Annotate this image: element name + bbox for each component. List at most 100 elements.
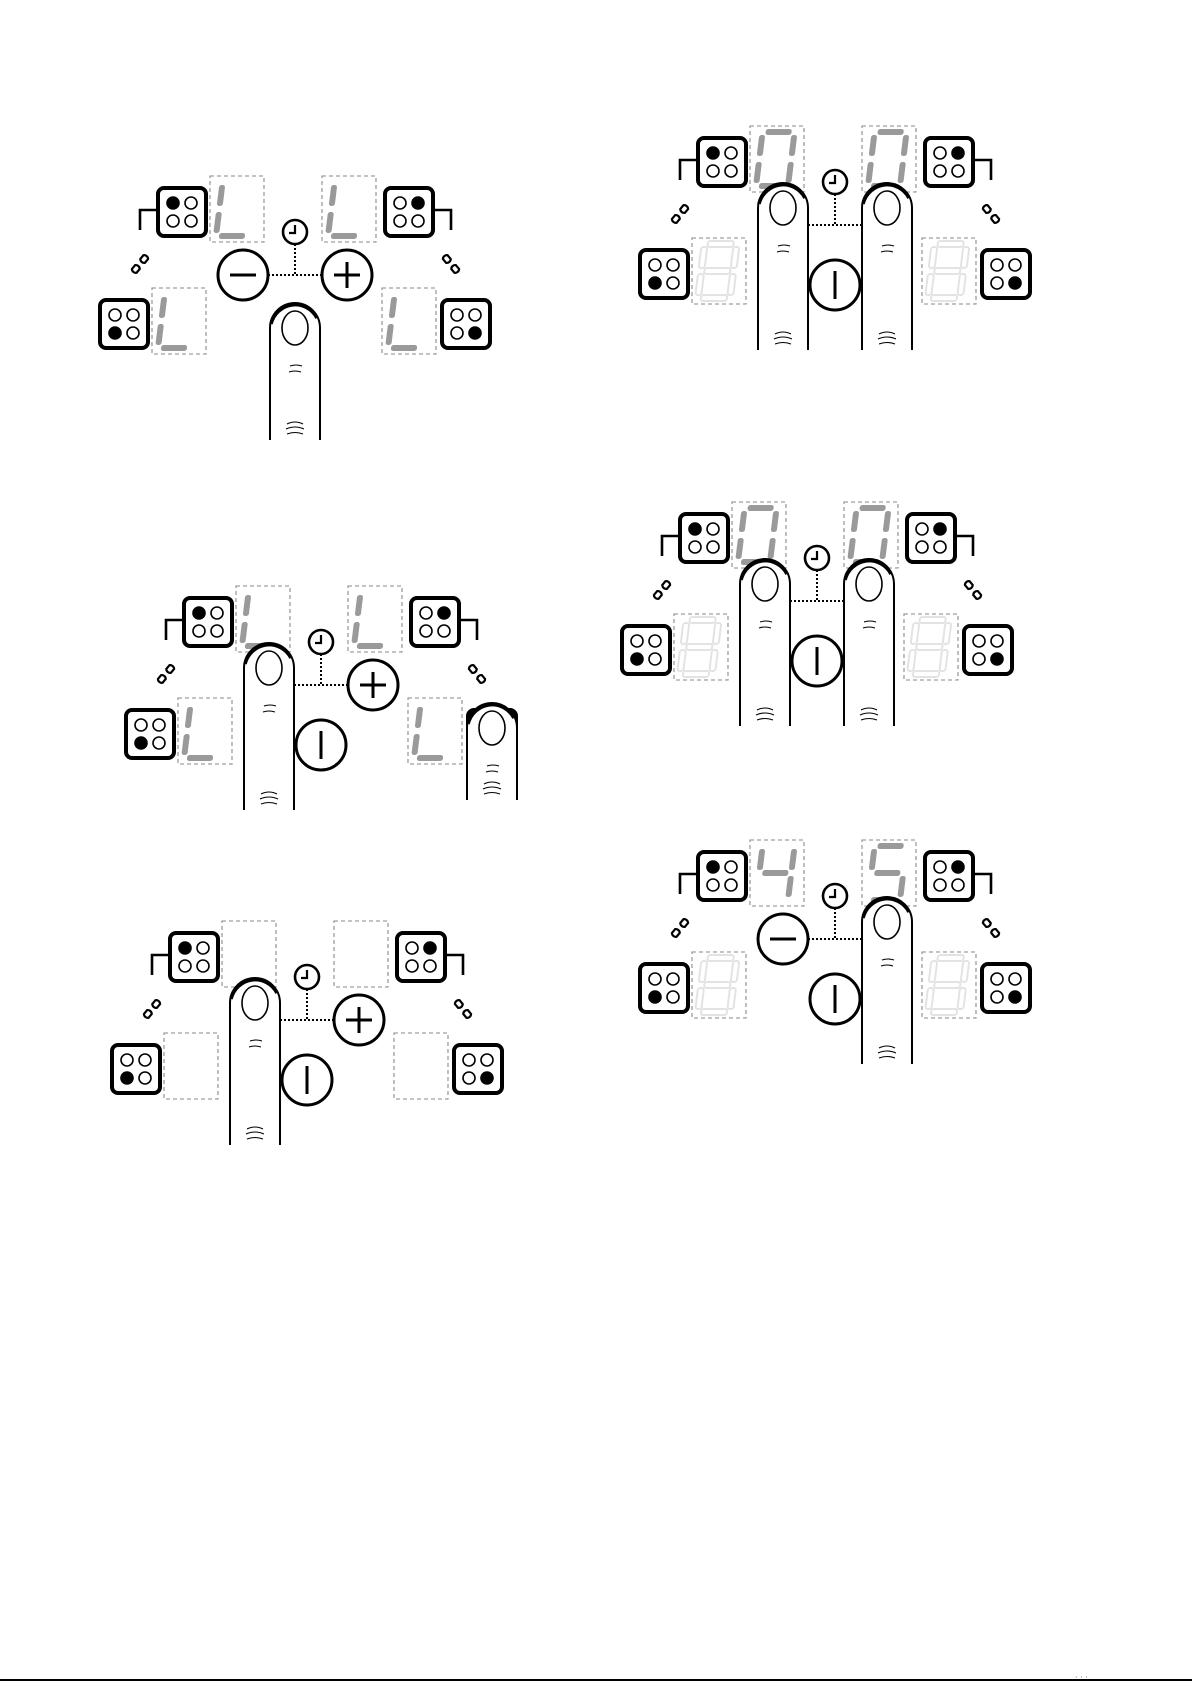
timer-clock-icon[interactable] [823,170,847,194]
timer-clock-icon[interactable] [823,884,847,908]
hob-zone-dot [991,973,1003,985]
hob-zone-dot [934,147,946,159]
display-digit-rear-left: 0 [753,128,798,189]
display-digit-value: L [188,700,189,702]
panel-diagram: LLLL [126,570,536,870]
plus-button[interactable] [322,250,372,300]
hob-zone-front-left[interactable] [640,964,688,1012]
hob-zone-front-left[interactable] [622,626,670,674]
bridge-link-icon [442,254,460,274]
hob-zone-front-right[interactable] [454,1045,502,1093]
hob-zone-rear-left[interactable] [698,852,746,900]
hob-zone-front-left[interactable] [640,250,688,298]
minus-button[interactable] [218,250,268,300]
link-ring [679,204,689,214]
bridge-link-icon [982,204,1000,224]
display-digit-rear-right: 0 [847,504,892,565]
digit-segment-e [181,734,190,755]
hob-zone-dot [197,960,209,972]
hob-zone-rear-right[interactable] [397,933,445,981]
digit-segment-c [727,988,736,1009]
hob-zone-rear-right[interactable] [925,138,973,186]
hob-zone-dot [1009,259,1021,271]
hob-zone-dot [121,1072,133,1084]
onoff-button[interactable] [792,636,842,686]
onoff-button[interactable] [296,720,346,770]
display-digit-rear-right: L [325,178,364,239]
panel-diagram: 0088 [640,110,1050,410]
hob-zone-dot [179,960,191,972]
digit-segment-a [765,129,792,135]
finger-press-icon [758,183,808,350]
hob-zone-dot [412,197,424,209]
hob-zone-dot [135,737,147,749]
hob-zone-frame [680,514,728,562]
hob-zone-dot [481,1054,493,1066]
onoff-button[interactable] [810,260,860,310]
hob-zone-rear-right[interactable] [385,188,433,236]
finger-press-icon [740,559,790,726]
link-ring [964,580,974,590]
bracket-line [662,536,680,556]
control-panel-2: LLLL [126,570,536,870]
digit-segment-f [911,623,920,644]
panel-diagram: 0088 [622,486,1032,786]
hob-zone-rear-right[interactable] [925,852,973,900]
hob-zone-dot [185,215,197,227]
hob-zone-rear-left[interactable] [158,188,206,236]
hob-zone-rear-left[interactable] [680,514,728,562]
display-digit-rear-right: L [351,588,390,649]
digit-segment-e [677,650,686,671]
bracket-line [152,955,170,975]
timer-clock-icon[interactable] [295,965,319,989]
hob-zone-rear-right[interactable] [411,598,459,646]
digit-segment-c [957,988,966,1009]
onoff-button[interactable] [282,1055,332,1105]
digit-segment-f [757,849,766,870]
hob-zone-dot [420,625,432,637]
hob-zone-rear-left[interactable] [698,138,746,186]
hob-zone-dot [991,635,1003,647]
hob-zone-rear-left[interactable] [170,933,218,981]
digit-segment-f [217,185,226,206]
hob-zone-dot [1009,973,1021,985]
digit-segment-e [925,988,934,1009]
hob-zone-dot [179,942,191,954]
digit-segment-e [325,212,334,233]
hob-zone-front-left[interactable] [126,710,174,758]
hob-zone-rear-right[interactable] [907,514,955,562]
hob-zone-front-left[interactable] [112,1045,160,1093]
plus-button[interactable] [348,660,398,710]
finger-press-icon [467,703,517,800]
digit-segment-a [937,241,964,247]
timer-clock-icon[interactable] [283,220,307,244]
hob-zone-dot [424,942,436,954]
digit-segment-g [916,644,943,650]
digit-segment-f [699,961,708,982]
hob-zone-frame [454,1045,502,1093]
hob-zone-rear-left[interactable] [184,598,232,646]
hob-zone-dot [121,1054,133,1066]
hob-zone-front-right[interactable] [442,300,490,348]
hob-zone-dot [667,973,679,985]
hob-zone-front-right[interactable] [964,626,1012,674]
hob-zone-front-right[interactable] [982,250,1030,298]
hob-zone-front-right[interactable] [982,964,1030,1012]
digit-segment-c [897,162,906,183]
digit-segment-d [219,233,246,239]
digit-segment-b [731,961,740,982]
hob-zone-dot [481,1072,493,1084]
hob-zone-frame [640,964,688,1012]
timer-clock-icon[interactable] [309,630,333,654]
display-digit-value: 4 [760,842,761,844]
plus-button[interactable] [334,995,384,1045]
hob-zone-dot [420,607,432,619]
hob-zone-dot [211,625,223,637]
page-footer-code: · · · [1075,1673,1088,1682]
minus-button[interactable] [758,914,808,964]
bracket-line [459,620,477,640]
hob-zone-front-left[interactable] [100,300,148,348]
timer-clock-icon[interactable] [805,546,829,570]
onoff-button[interactable] [810,974,860,1024]
hob-zone-dot [707,165,719,177]
